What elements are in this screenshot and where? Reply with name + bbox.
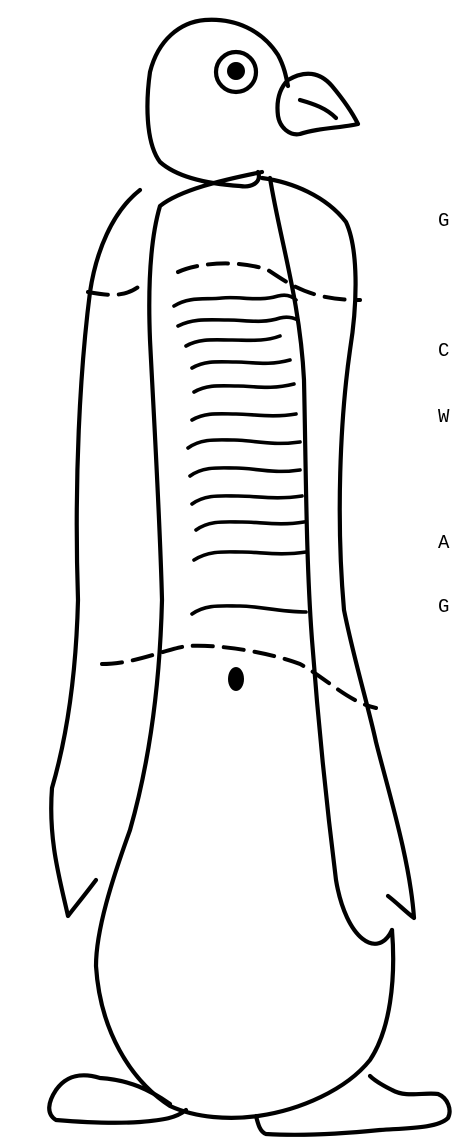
rib-wave bbox=[192, 496, 302, 504]
penguin-head-outline bbox=[147, 20, 288, 187]
rib-wave bbox=[178, 317, 298, 326]
rib-wave bbox=[192, 606, 306, 614]
navel bbox=[228, 667, 244, 691]
label-a: A bbox=[438, 534, 449, 553]
rib-wave bbox=[186, 336, 280, 346]
rib-wave bbox=[190, 468, 300, 476]
rib-wave bbox=[194, 384, 294, 392]
right-flipper bbox=[262, 178, 414, 918]
belly-outline bbox=[96, 172, 393, 1118]
rib-wave bbox=[192, 360, 290, 368]
rib-wave bbox=[196, 522, 304, 530]
label-c: C bbox=[438, 342, 449, 361]
label-g-bottom: G bbox=[438, 598, 449, 617]
rib-wave bbox=[188, 440, 300, 448]
rib-wave bbox=[194, 552, 306, 560]
inner-body-line bbox=[270, 178, 392, 944]
right-foot bbox=[256, 1076, 450, 1135]
rib-waves bbox=[174, 295, 306, 614]
left-flipper bbox=[51, 190, 140, 916]
rib-wave bbox=[192, 414, 296, 420]
left-foot bbox=[49, 1075, 186, 1123]
beak-line bbox=[300, 100, 336, 118]
label-w: W bbox=[438, 408, 449, 427]
rib-wave bbox=[174, 295, 296, 306]
upper-dashed-line bbox=[88, 263, 360, 300]
label-g-top: G bbox=[438, 212, 449, 231]
pupil bbox=[227, 62, 245, 80]
